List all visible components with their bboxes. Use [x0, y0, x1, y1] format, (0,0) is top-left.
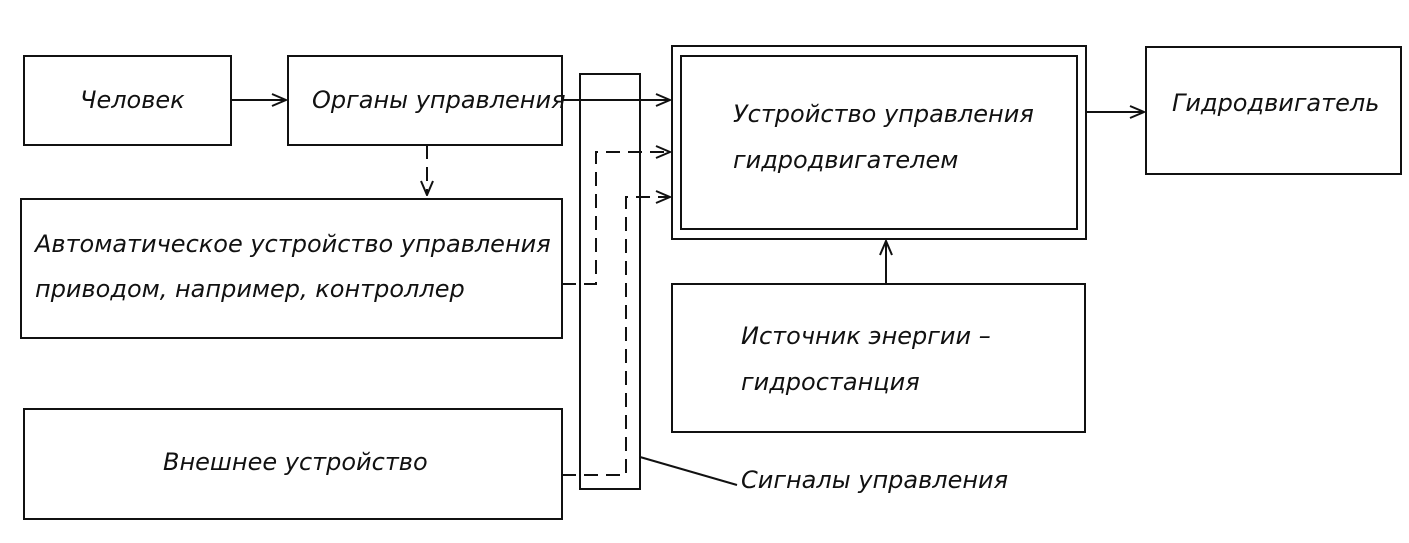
energy-label-line1: Источник энергии – [741, 322, 991, 350]
signal-bus-box [579, 73, 641, 490]
signals-label: Сигналы управления [741, 466, 1008, 494]
motor-label: Гидродвигатель [1172, 89, 1379, 117]
dashed-external-to-motor-control [562, 197, 670, 476]
motor-control-inner-box [680, 55, 1078, 230]
energy-box [671, 283, 1086, 433]
motor-box [1145, 46, 1402, 175]
automatic-label-line2: приводом, например, контроллер [35, 275, 465, 303]
human-label: Человек [80, 86, 185, 114]
dashed-automatic-to-motor-control [562, 152, 670, 285]
motor-control-outer-box [671, 45, 1087, 240]
external-label: Внешнее устройство [163, 448, 428, 476]
automatic-label-line1: Автоматическое устройство управления [33, 230, 551, 258]
automatic-box [20, 198, 563, 339]
signals-leader-line [639, 456, 738, 486]
energy-label-line2: гидростанция [741, 368, 920, 396]
controls-label: Органы управления [312, 86, 566, 114]
external-box [23, 408, 563, 520]
motor-control-label-line1: Устройство управления [733, 100, 1034, 128]
motor-control-label-line2: гидродвигателем [733, 146, 958, 174]
